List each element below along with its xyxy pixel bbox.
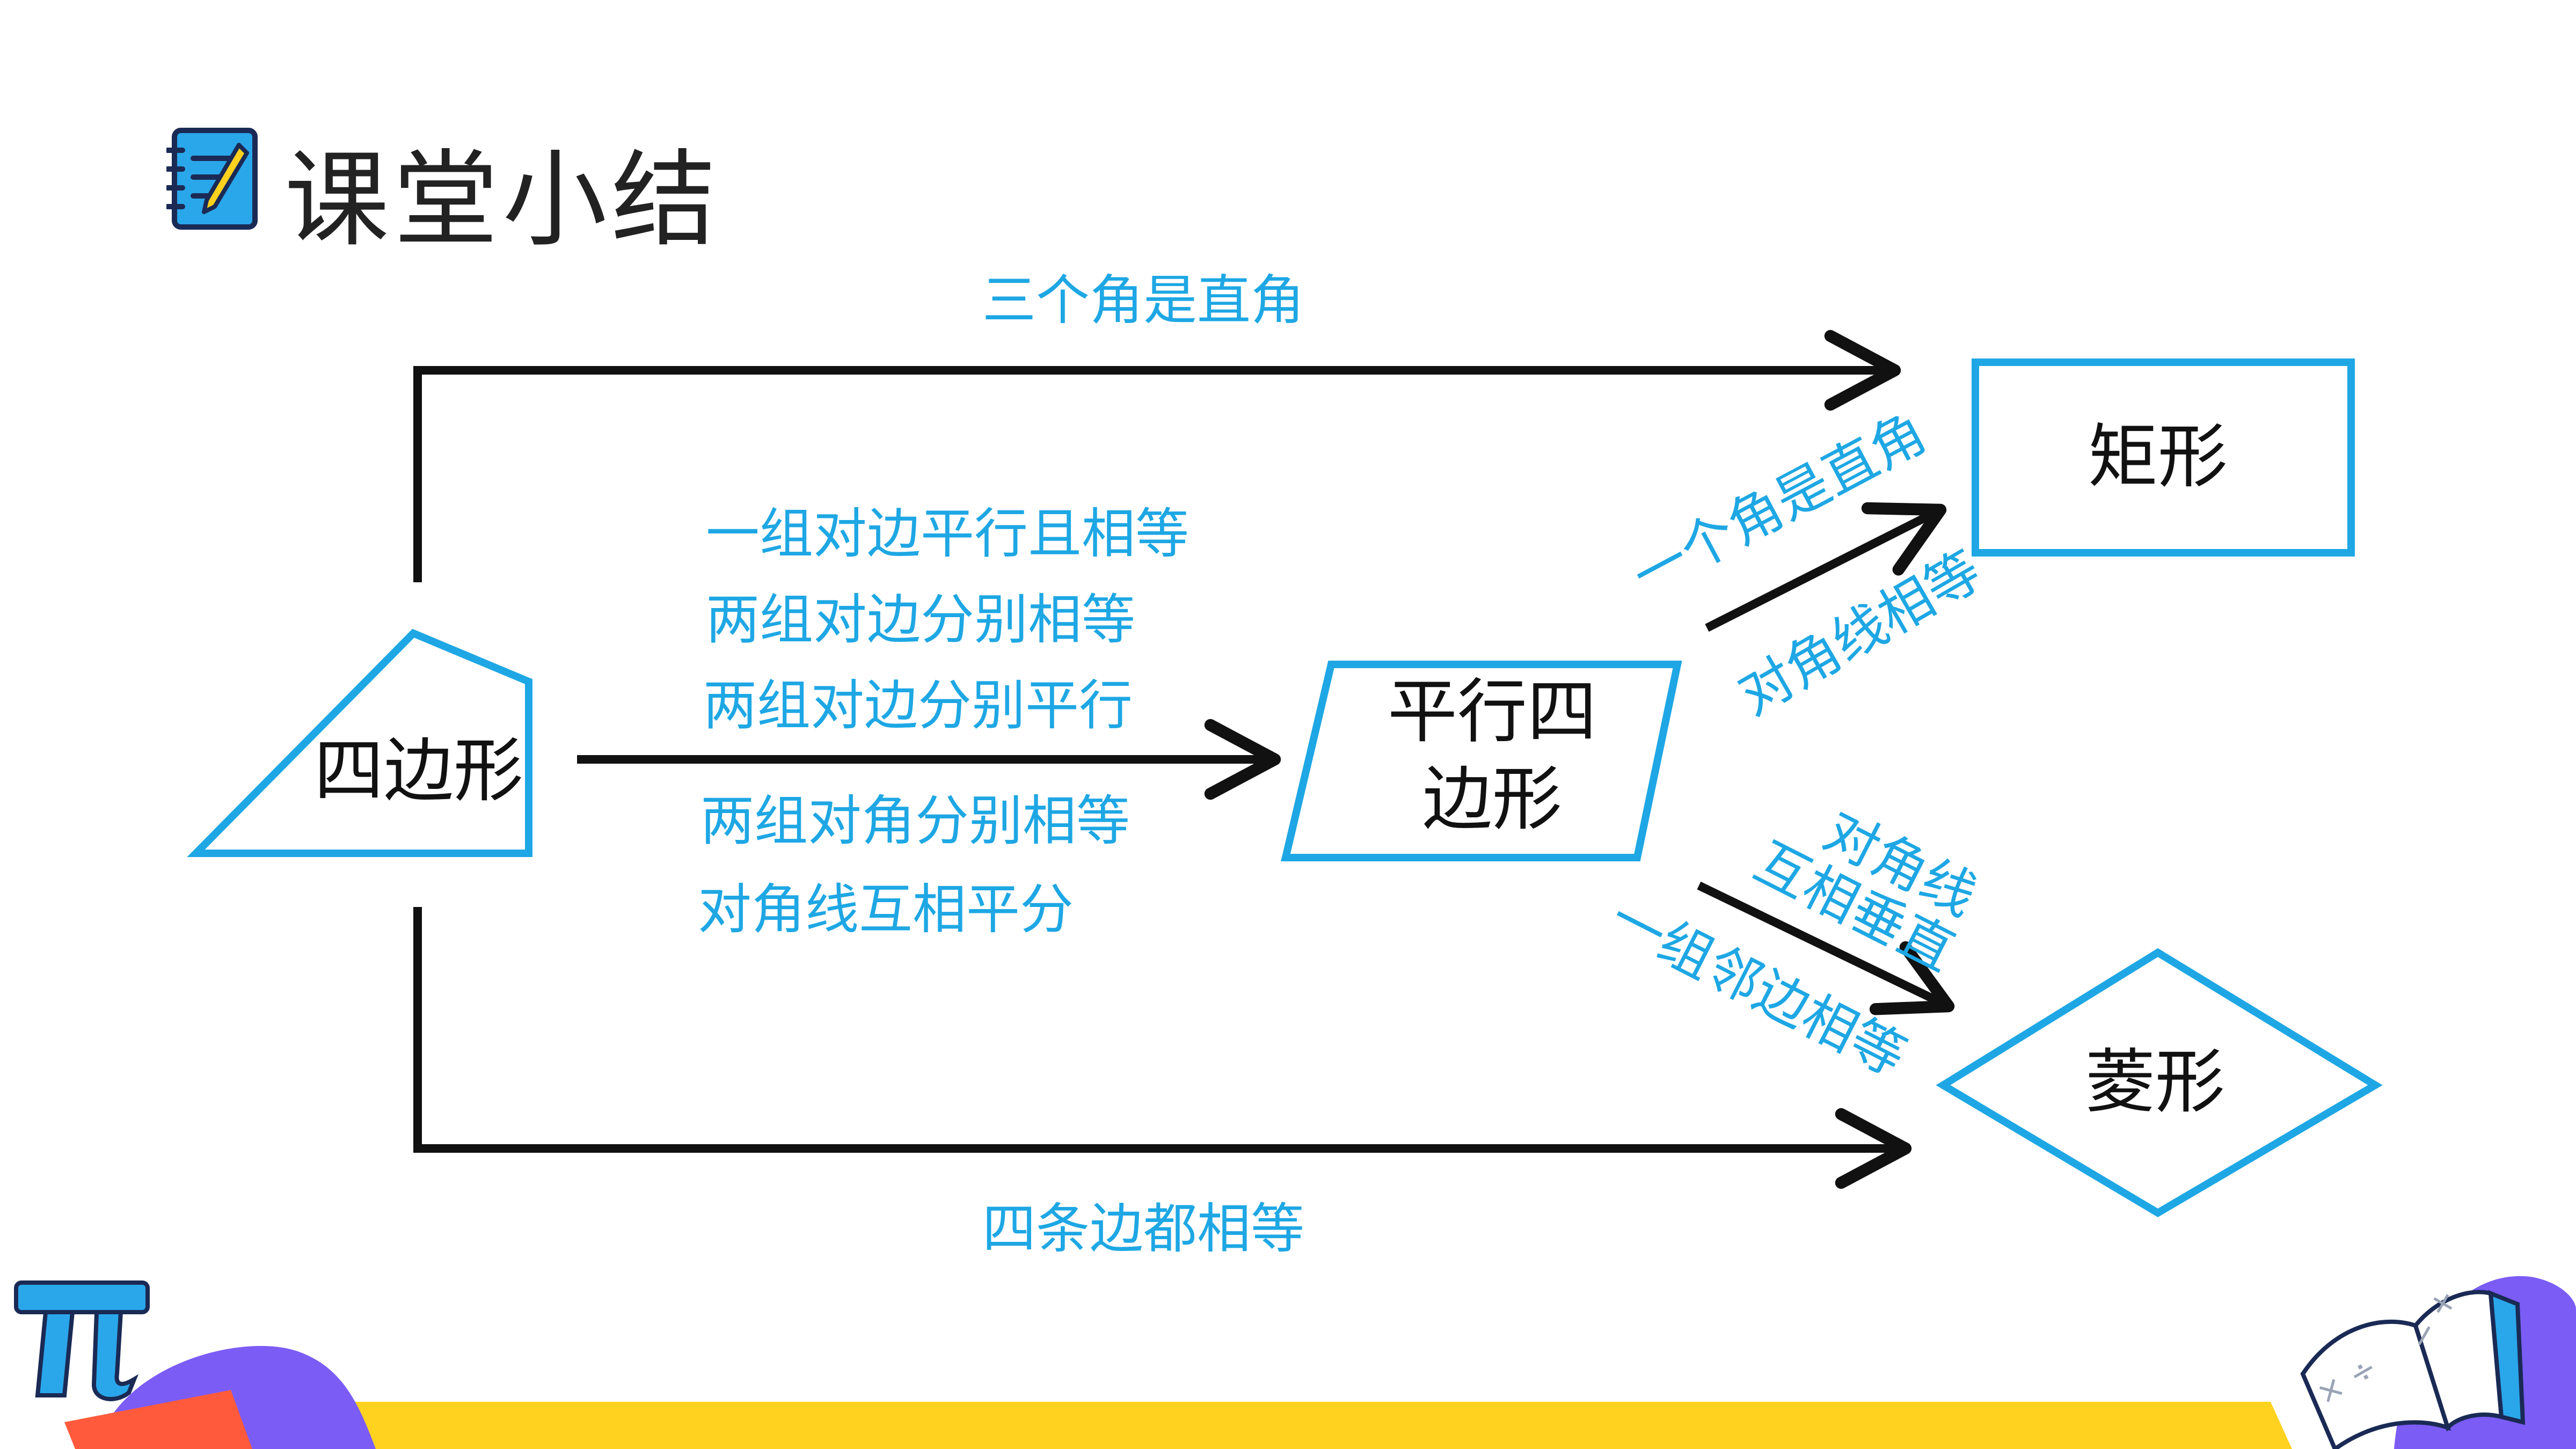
condition-two-pairs-sides-equal: 两组对边分别相等 [706,588,1135,651]
parallelogram-label-line2: 边形 [1422,758,1562,840]
condition-three-right-angles: 三个角是直角 [982,269,1304,332]
condition-one-pair-parallel-equal: 一组对边平行且相等 [706,502,1189,565]
parallelogram-label-line1: 平行四 [1387,671,1597,752]
open-book-icon: × ÷ − + [2300,1282,2526,1449]
arrow-parallelogram-to-rectangle [1705,502,1947,632]
condition-two-pairs-sides-parallel: 两组对边分别平行 [703,674,1133,737]
rhombus-shape [1936,948,2383,1218]
rectangle-label: 矩形 [2088,416,2228,497]
quadrilateral-shape [187,628,532,857]
condition-diagonals-bisect: 对角线互相平分 [698,878,1074,941]
rectangle-shape [1972,358,2355,557]
arrow-quad-to-rhombus [413,907,1912,1189]
page-title: 课堂小结 [284,139,720,261]
parallelogram-label: 平行四 边形 [1374,668,1610,843]
arrow-quad-to-rectangle [413,330,1901,582]
condition-two-pairs-angles-equal: 两组对角分别相等 [700,789,1130,852]
rhombus-label: 菱形 [2085,1041,2225,1123]
parallelogram-shape [1281,661,1682,861]
header-notebook-icon [165,126,258,231]
pi-symbol-icon [14,1280,150,1401]
quadrilateral-label: 四边形 [314,730,524,811]
footer-decoration [64,1276,2576,1449]
arrow-parallelogram-to-rhombus [1697,881,1955,1015]
condition-four-equal-sides: 四条边都相等 [982,1197,1304,1260]
